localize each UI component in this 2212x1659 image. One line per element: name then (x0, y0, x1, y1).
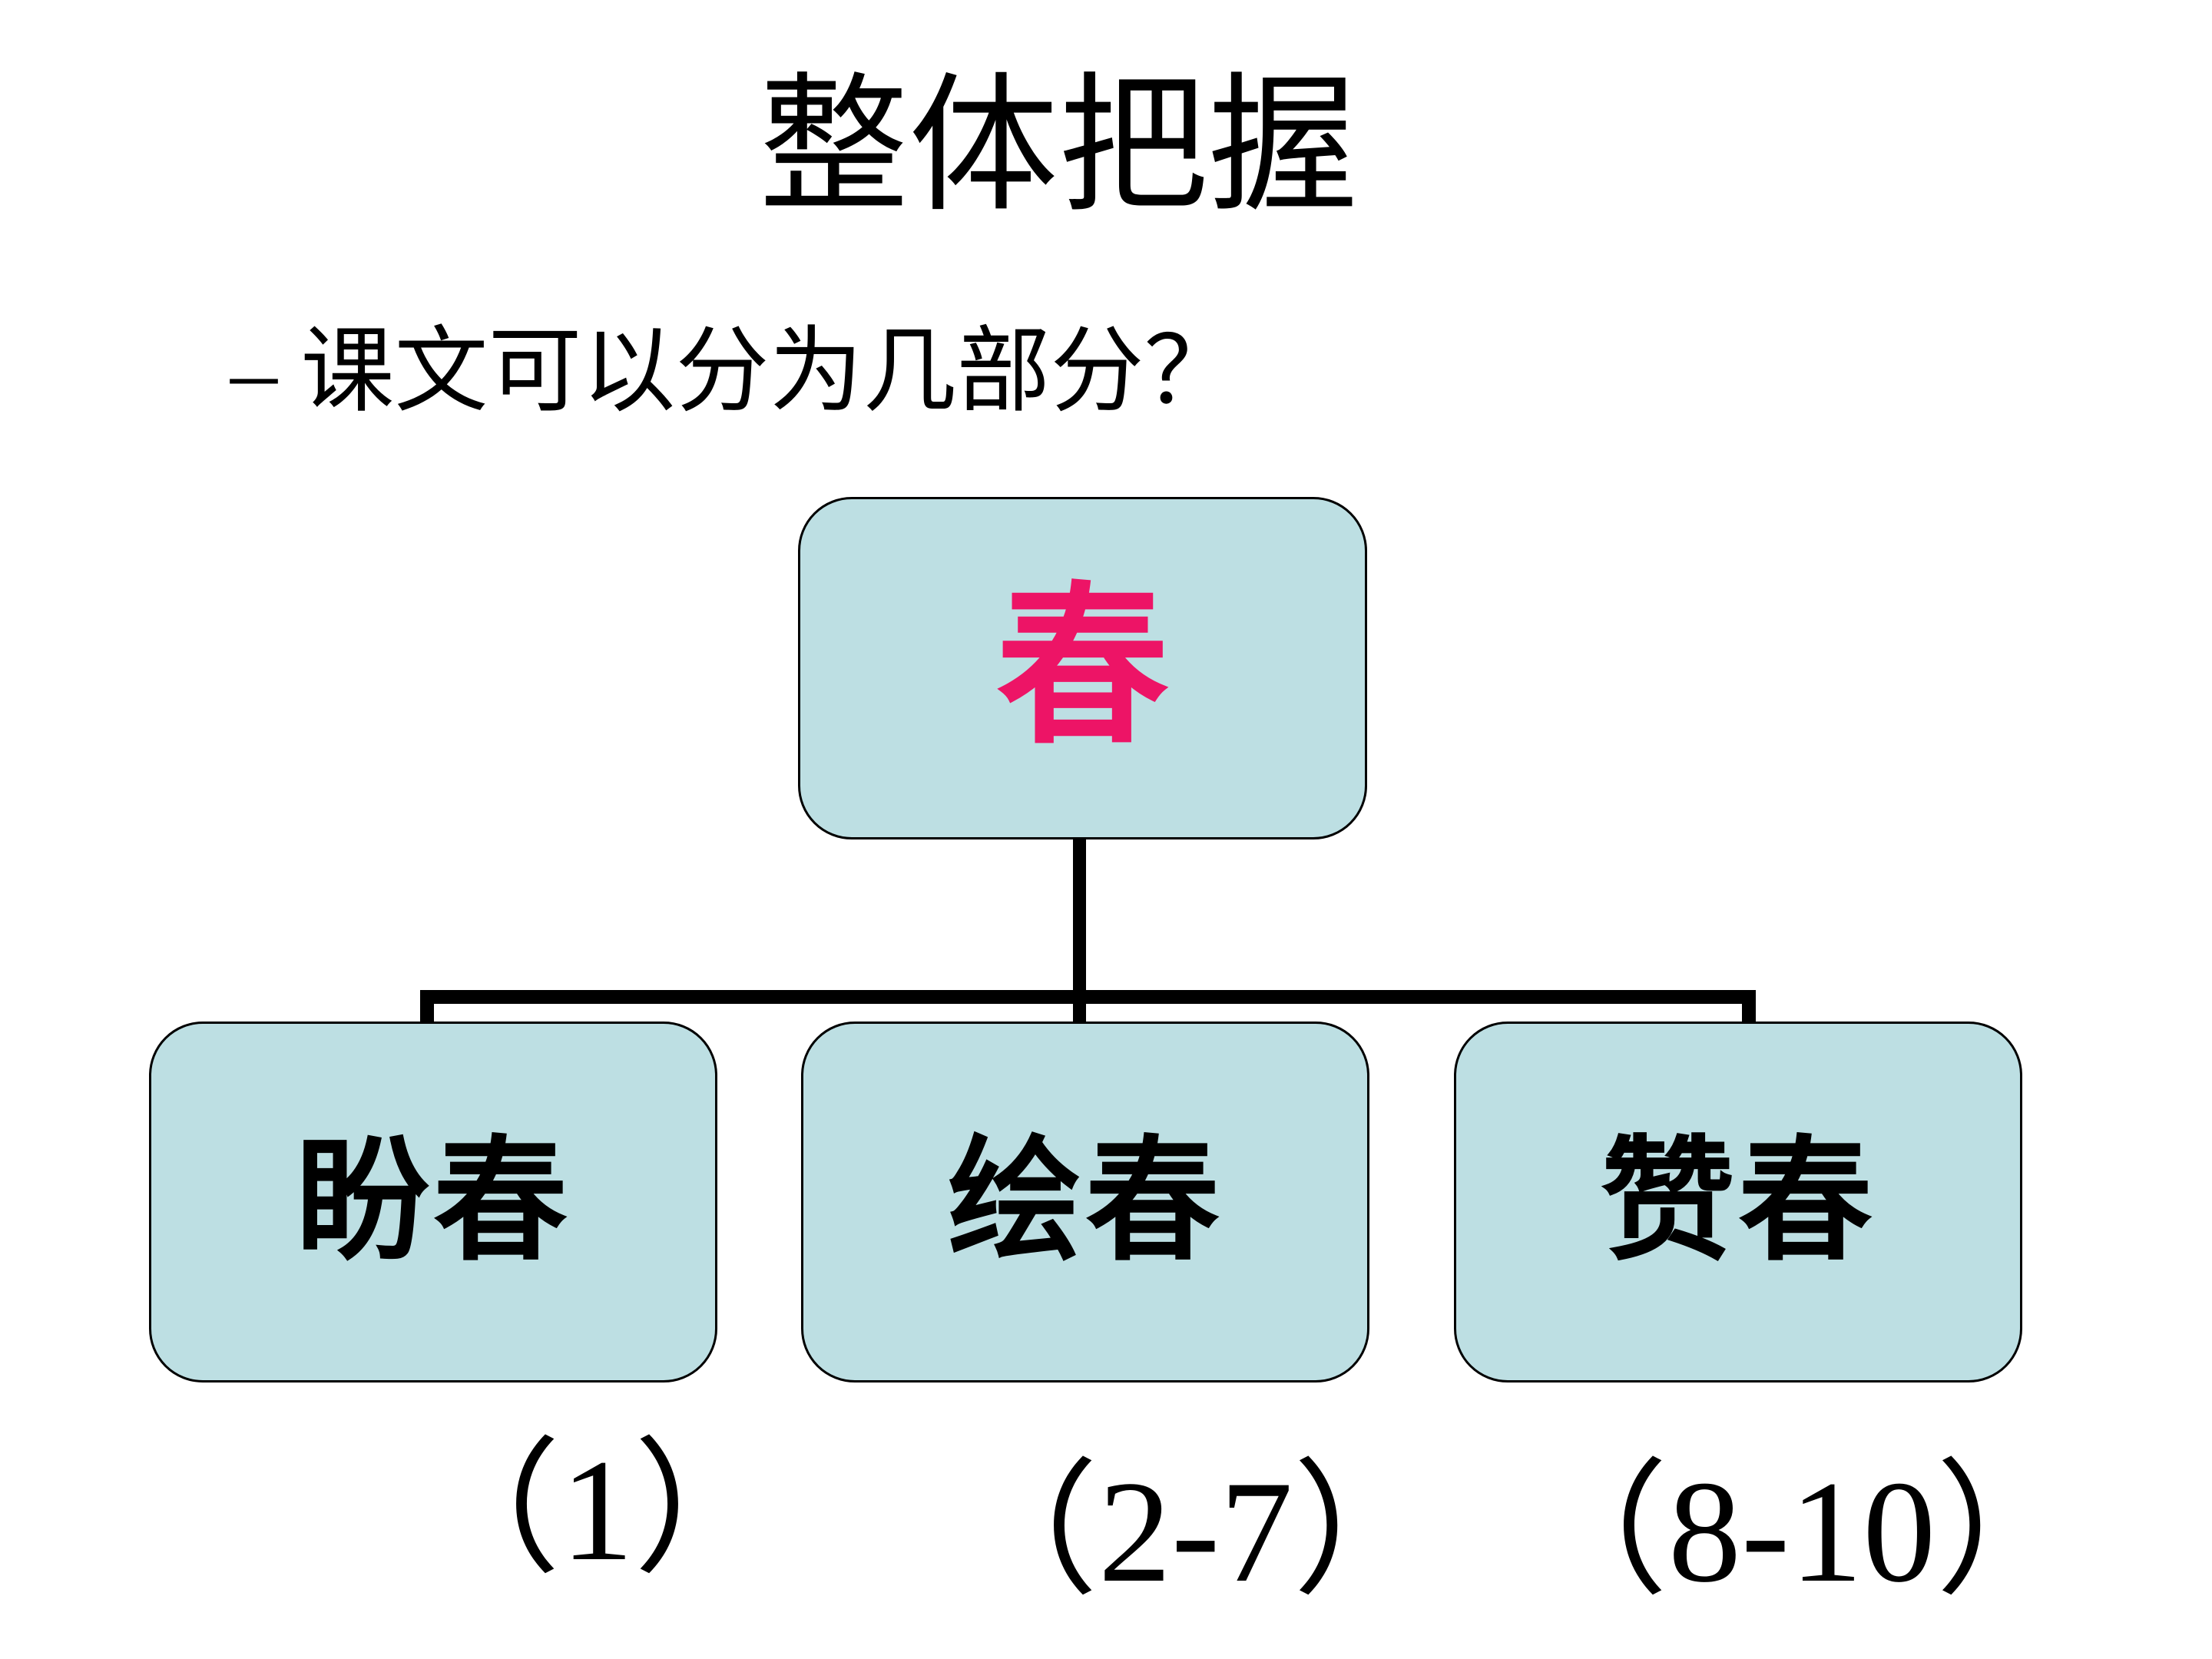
range-label-child-2: （2-7） (952, 1452, 1439, 1613)
tree-node-child-2: 绘春 (801, 1022, 1369, 1382)
tree-node-root: 春 (798, 497, 1367, 839)
range-label-child-3: （8-10） (1522, 1452, 2082, 1613)
connector-stub-middle (1073, 1002, 1086, 1024)
tree-node-child-1-label: 盼春 (296, 1127, 571, 1277)
connector-horizontal-bar (420, 990, 1756, 1004)
connector-root-vertical-line (1073, 838, 1086, 1004)
tree-node-child-1: 盼春 (149, 1022, 717, 1382)
slide-title: 整体把握 (759, 65, 1358, 230)
tree-node-root-label: 春 (996, 571, 1169, 764)
tree-node-child-2-label: 绘春 (948, 1127, 1223, 1277)
tree-node-child-3: 赞春 (1454, 1022, 2022, 1382)
connector-stub-right (1742, 1002, 1756, 1024)
connector-stub-left (420, 1002, 434, 1024)
bullet-question-text: – 课文可以分为几部分？ (230, 320, 1238, 424)
tree-node-child-3-label: 赞春 (1601, 1127, 1876, 1277)
range-label-child-1: （1） (415, 1430, 780, 1591)
